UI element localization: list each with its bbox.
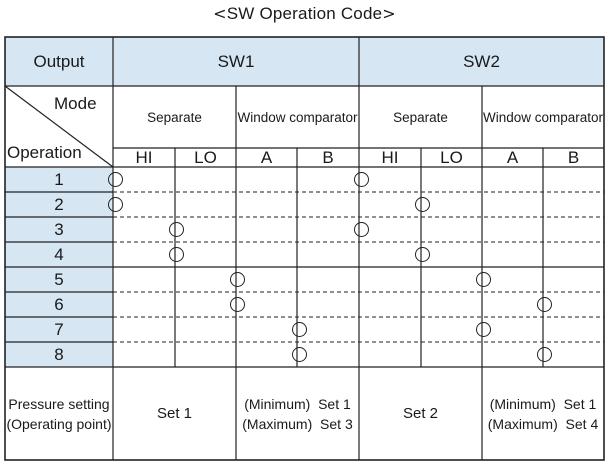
sub-col-sw2-hi: HI [381, 147, 399, 167]
sub-col-sw1-lo: LO [194, 147, 217, 167]
sw2-window-mode: Window comparator [482, 109, 604, 125]
output-header: Output [33, 51, 85, 71]
operation-number: 8 [54, 345, 64, 364]
sub-col-sw1-hi: HI [135, 147, 153, 167]
sw2-header: SW2 [463, 51, 500, 71]
operation-circle-mark [291, 347, 307, 362]
sub-col-sw2-b: B [567, 147, 580, 167]
sub-col-sw2-a: A [506, 147, 519, 167]
sub-col-sw1-b: B [322, 147, 334, 167]
title-text: SW Operation Code [226, 4, 383, 23]
sw1-separate-mode: Separate [147, 109, 202, 125]
operation-label: Operation [7, 143, 82, 162]
operation-number: 5 [54, 270, 64, 289]
title-bracket-left: < [213, 4, 227, 23]
sw2-separate-setting: Set 2 [402, 405, 439, 422]
operation-circle-mark [476, 272, 491, 287]
mode-label: Mode [54, 94, 97, 113]
operation-circle-mark [353, 222, 369, 237]
operation-circle-mark [476, 322, 491, 337]
sw2-separate-mode: Separate [393, 109, 448, 125]
operation-circle-mark [415, 247, 430, 262]
sw1-window-setting: (Minimum) Set 1 (Maximum) Set 3 [236, 367, 359, 460]
table-title: <SW Operation Code> [0, 4, 609, 24]
operation-circle-mark [107, 172, 123, 187]
pressure-label-line2: (Operating point) [6, 415, 112, 432]
operation-number: 7 [54, 320, 64, 339]
title-bracket-right: > [382, 4, 396, 23]
operation-circle-mark [353, 172, 369, 187]
operation-number: 1 [54, 170, 64, 189]
sw2-window-setting: (Minimum) Set 1 (Maximum) Set 4 [482, 367, 604, 460]
operation-number: 6 [54, 295, 64, 314]
operation-circle-mark [537, 297, 552, 312]
sw1-window-mode: Window comparator [237, 109, 358, 125]
operation-circle-mark [415, 197, 430, 212]
pressure-setting-label: Pressure setting (Operating point) [5, 367, 113, 460]
header-fill [5, 37, 604, 86]
operation-number: 4 [54, 245, 64, 264]
sw1-header: SW1 [217, 51, 255, 71]
corner-diagonal [4, 85, 114, 168]
operation-circle-mark [230, 297, 245, 312]
operation-number: 3 [54, 220, 64, 239]
sw1-window-max: (Maximum) Set 3 [242, 415, 353, 432]
sub-col-sw1-a: A [260, 147, 273, 167]
table-border [4, 36, 605, 461]
operation-circle-mark [107, 197, 123, 212]
sw2-window-min: (Minimum) Set 1 [489, 395, 597, 412]
sw1-separate-setting: Set 1 [156, 405, 193, 422]
operation-circle-mark [291, 322, 307, 337]
sw2-window-max: (Maximum) Set 4 [487, 415, 599, 432]
operation-circle-mark [169, 222, 184, 237]
operation-circle-mark [537, 347, 552, 362]
sub-col-sw2-lo: LO [440, 147, 463, 167]
operation-circle-mark [230, 272, 245, 287]
sw1-window-min: (Minimum) Set 1 [244, 395, 351, 412]
operation-circle-mark [169, 247, 184, 262]
pressure-label-line1: Pressure setting [8, 395, 110, 412]
operation-number: 2 [54, 195, 64, 214]
